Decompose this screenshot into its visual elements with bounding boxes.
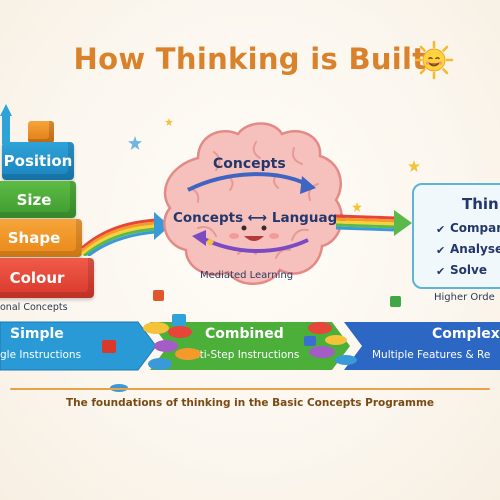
stage-simple-label: Simple — [10, 326, 64, 342]
right-caption: Higher Orde — [434, 292, 495, 303]
stage-combined-sub: Multi-Step Instructions — [181, 349, 300, 361]
block-shape: Shape — [0, 219, 82, 257]
cube-icon — [28, 121, 54, 143]
stage-complex-label: Complex — [432, 326, 500, 342]
brain-bottom-label: Mediated Learning — [200, 270, 294, 281]
page-title: How Thinking is Built — [73, 42, 427, 76]
progression-bands — [0, 321, 500, 371]
star-icon — [408, 160, 420, 172]
star-icon — [128, 136, 142, 150]
cube-icon — [390, 296, 401, 307]
check-icon: ✔ — [436, 265, 446, 278]
rainbow-arrow-icon — [336, 210, 412, 236]
block-position: Position — [2, 142, 74, 180]
rainbow-arrow-icon — [81, 212, 170, 256]
stepping-stones-icon — [102, 314, 357, 370]
card-item-analyse: Analyse — [450, 242, 500, 256]
block-size: Size — [0, 181, 76, 218]
stage-combined-label: Combined — [205, 326, 284, 342]
cube-icon — [153, 290, 164, 301]
stage-complex-sub: Multiple Features & Re — [372, 349, 491, 361]
footer-caption: The foundations of thinking in the Basic… — [65, 397, 435, 409]
divider — [10, 388, 490, 390]
card-item-solve: Solve — [450, 263, 487, 277]
brain-top-label: Concepts — [213, 156, 286, 172]
stage-simple-sub: gle Instructions — [0, 349, 82, 361]
card-title: Thin — [462, 195, 499, 213]
star-icon — [165, 118, 173, 126]
sun-icon — [414, 40, 454, 80]
arrow-up-icon — [0, 104, 12, 144]
check-icon: ✔ — [436, 244, 446, 257]
brain-icon — [163, 122, 343, 285]
left-caption: onal Concepts — [0, 302, 68, 313]
star-icon — [352, 202, 362, 212]
card-item-compare: Compar — [450, 221, 500, 235]
block-colour: Colour — [0, 258, 94, 298]
check-icon: ✔ — [436, 223, 446, 236]
higher-order-card — [412, 183, 500, 289]
brain-middle-label: Concepts ⟷ Language — [173, 210, 347, 226]
